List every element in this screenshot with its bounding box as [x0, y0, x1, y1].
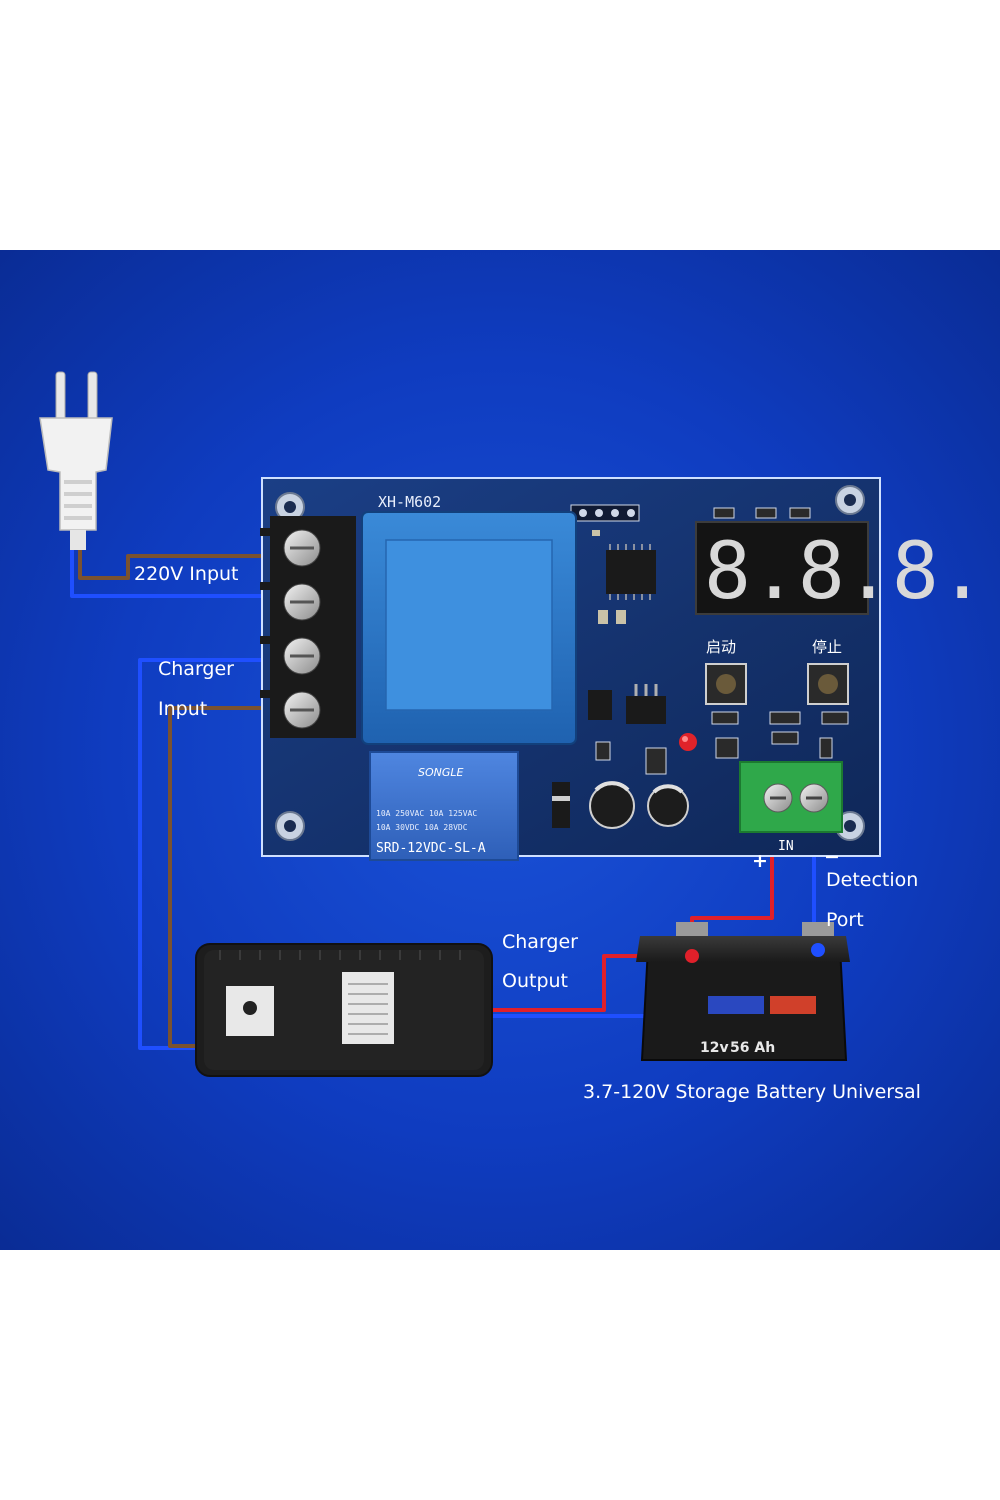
negative-sign: −: [824, 846, 840, 868]
power-plug-icon: [40, 372, 112, 550]
ac-input-label: 220V Input: [134, 563, 239, 585]
xh-m602-board: XH-M602: [260, 478, 986, 860]
transformer: [362, 512, 576, 744]
start-button[interactable]: [706, 664, 746, 704]
stop-button-label: 停止: [812, 638, 842, 656]
detection-terminal-block: [740, 762, 842, 832]
relay-model: SRD-12VDC-SL-A: [376, 841, 486, 856]
charger-output-label-line2: Output: [502, 970, 568, 992]
storage-battery: 12v 56 Ah: [636, 922, 850, 1060]
charger-output-label-line1: Charger: [502, 931, 578, 953]
charger-input-label-line2: Input: [158, 698, 207, 720]
display-digits: 8.8.8.: [704, 527, 986, 617]
relay-rating-2: 10A 30VDC 10A 28VDC: [376, 823, 468, 832]
battery-caption: 3.7-120V Storage Battery Universal: [583, 1081, 921, 1103]
charger-input-label-line1: Charger: [158, 658, 234, 680]
battery-voltage-label: 12v: [700, 1040, 729, 1056]
battery-capacity-label: 56 Ah: [730, 1040, 775, 1056]
relay-rating-1: 10A 250VAC 10A 125VAC: [376, 809, 477, 818]
detection-label-line1: Detection: [826, 869, 918, 891]
stop-button[interactable]: [808, 664, 848, 704]
relay: SONGLE 10A 250VAC 10A 125VAC 10A 30VDC 1…: [370, 752, 518, 860]
start-button-label: 启动: [706, 638, 736, 656]
detection-label-line2: Port: [826, 909, 864, 931]
input-terminal-label: IN: [778, 839, 794, 854]
main-terminal-block: [260, 516, 356, 738]
seven-segment-display: 8.8.8.: [696, 522, 986, 617]
board-model-label: XH-M602: [378, 493, 441, 511]
charger-unit: [196, 944, 492, 1076]
relay-brand: SONGLE: [418, 766, 464, 779]
positive-sign: +: [752, 850, 768, 872]
